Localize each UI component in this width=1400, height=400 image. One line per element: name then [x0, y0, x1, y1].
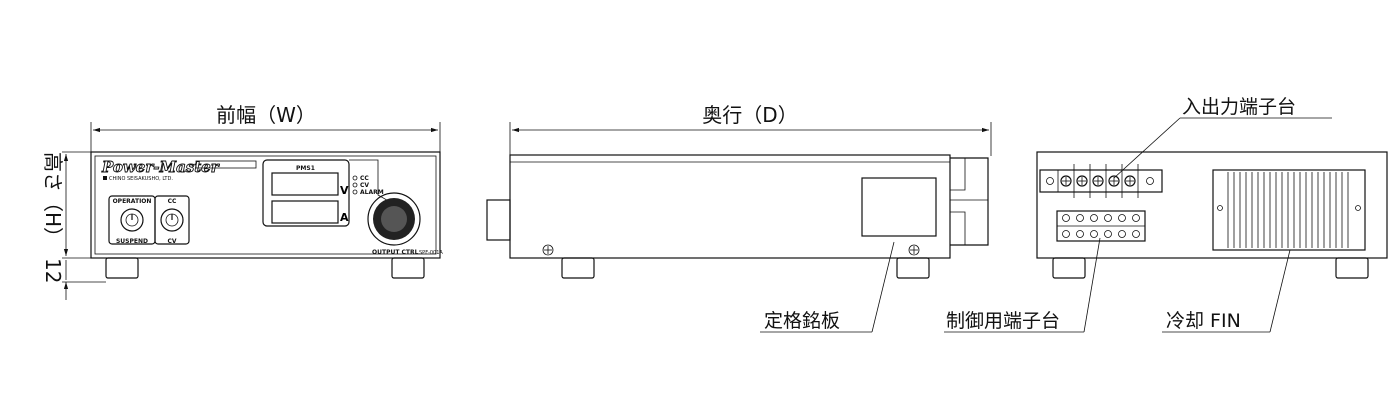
meter-panel — [262, 159, 350, 227]
amp-unit: A — [340, 211, 349, 224]
knob-label: OUTPUT CTRL — [372, 249, 419, 256]
cooling-fin-ribs — [1227, 172, 1349, 248]
front-foot-right — [391, 257, 425, 279]
depth-label: 奥行（D） — [702, 103, 797, 127]
output-terminals — [1046, 164, 1154, 198]
cooling-fin — [1212, 169, 1366, 251]
output-knob-ring — [367, 192, 421, 246]
voltage-display — [271, 172, 339, 196]
maker-name: CHINO SEISAKUSHO, LTD. — [109, 176, 173, 182]
cc-lamp — [352, 175, 358, 181]
front-foot-left — [105, 257, 139, 279]
front-view: 前幅（W） 高さ（H） 12 Power-Master CHINO SEISAK… — [41, 103, 443, 300]
control-terminal-leader — [1083, 237, 1101, 333]
side-body — [509, 154, 951, 259]
width-label: 前幅（W） — [216, 103, 316, 127]
serial-label: SPF-001A — [419, 250, 443, 256]
mode-cc-label: CC — [168, 198, 177, 205]
model-label: PMS1 — [296, 165, 315, 172]
front-knob-profile — [486, 199, 511, 241]
volt-unit: V — [340, 184, 349, 197]
foot-height-label: 12 — [41, 258, 65, 283]
alarm-lamp-label: ALARM — [360, 189, 384, 196]
output-terminal-leader — [1113, 117, 1181, 179]
current-display — [271, 200, 339, 224]
output-terminal-callout: 入出力端子台 — [1182, 96, 1296, 118]
height-label: 高さ（H） — [41, 152, 65, 247]
output-terminal-block — [1039, 169, 1163, 193]
mode-switch — [160, 208, 184, 232]
rating-plate-callout: 定格銘板 — [764, 310, 840, 332]
rear-body — [1036, 151, 1388, 259]
cv-lamp — [352, 182, 358, 188]
rating-plate — [861, 177, 937, 237]
operation-label: OPERATION — [113, 198, 152, 205]
rear-view: 入出力端子台 制御用端子台 冷却 FIN — [944, 96, 1388, 333]
control-terminal-callout: 制御用端子台 — [946, 310, 1060, 332]
cooling-fin-leader — [1269, 249, 1291, 333]
alarm-lamp — [352, 189, 358, 195]
rating-plate-leader — [871, 241, 895, 333]
brand-logo: Power-Master — [101, 158, 220, 176]
mode-cv-label: CV — [167, 238, 176, 245]
cooling-fin-callout: 冷却 FIN — [1166, 310, 1241, 332]
mode-switch-plate — [154, 195, 190, 245]
front-panel-body — [90, 151, 441, 259]
suspend-label: SUSPEND — [116, 238, 148, 245]
cc-lamp-label: CC — [360, 175, 369, 182]
operation-switch — [120, 208, 144, 232]
cv-lamp-label: CV — [360, 182, 369, 189]
control-terminals — [1062, 214, 1140, 238]
side-view: 奥行（D） 定格銘板 — [486, 103, 992, 333]
